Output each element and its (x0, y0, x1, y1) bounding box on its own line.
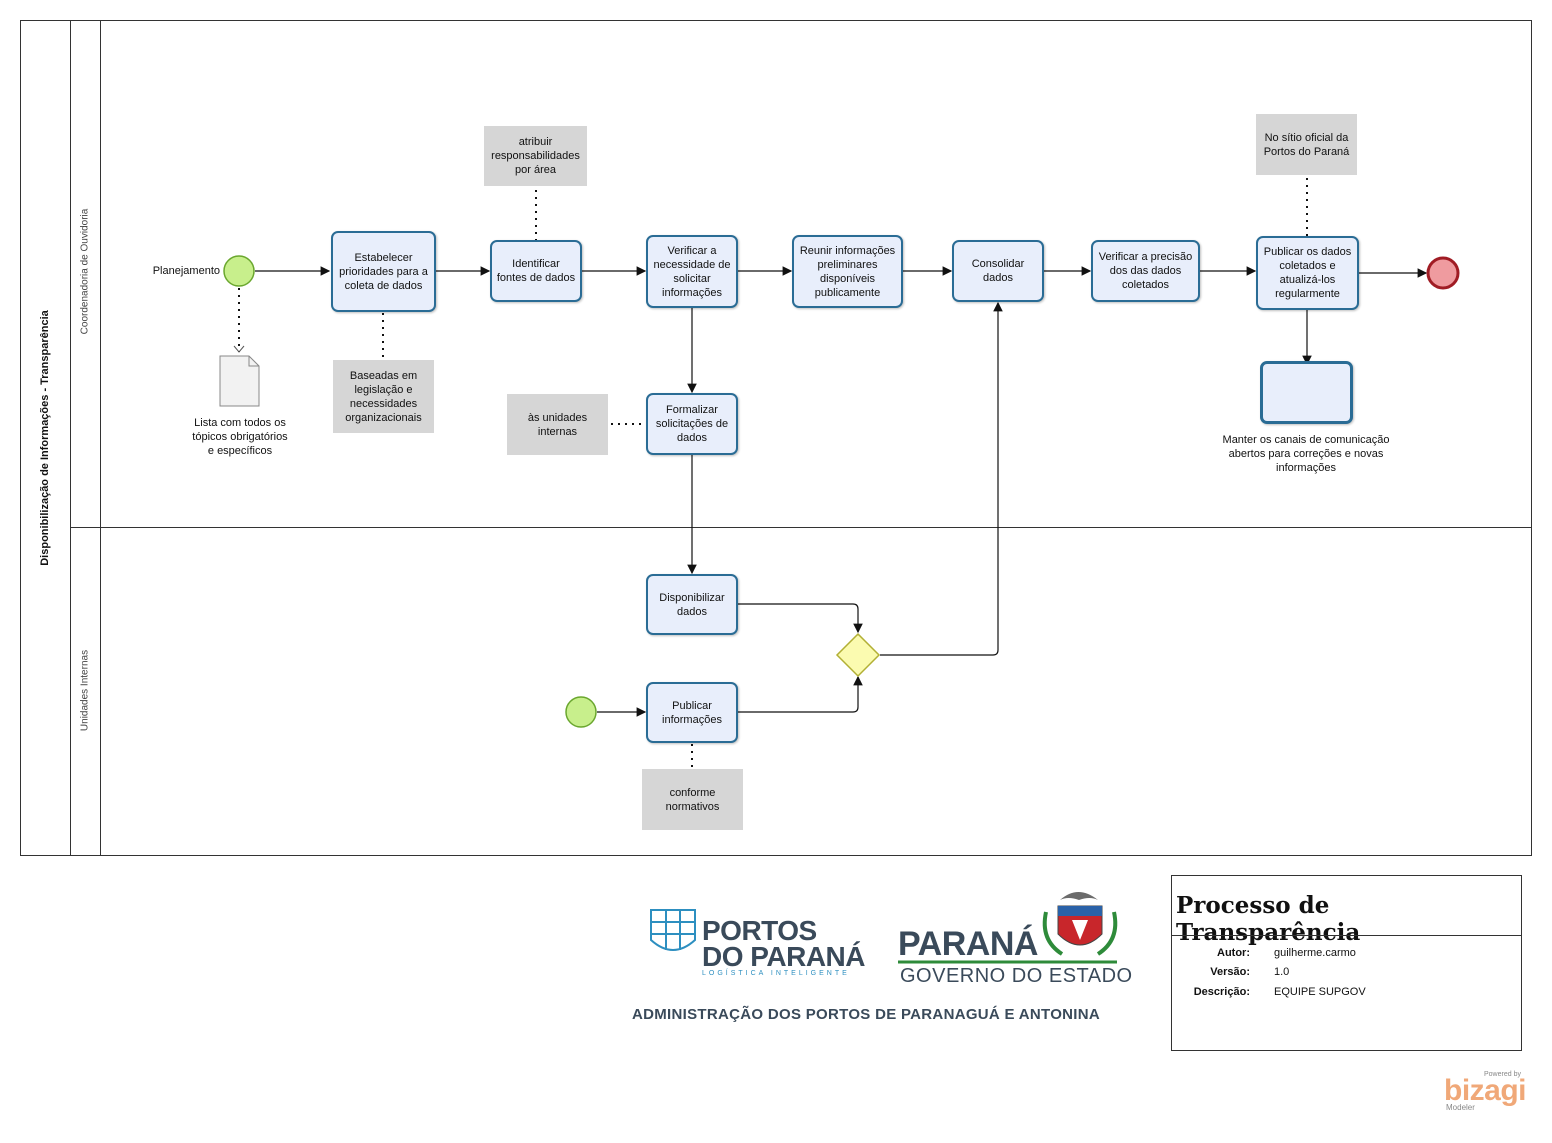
process-title: Processo de Transparência (1176, 892, 1361, 946)
flow-t9-gateway (738, 603, 863, 634)
start-event-2 (565, 696, 597, 728)
task-estabelecer-prioridades[interactable]: Estabelecer prioridades para a coleta de… (331, 231, 436, 312)
task-identificar-fontes[interactable]: Identificar fontes de dados (490, 240, 582, 302)
bizagi-logo: bizagi (1444, 1074, 1527, 1107)
pool (20, 20, 1532, 856)
version-value: 1.0 (1274, 966, 1290, 978)
start-event-label: Planejamento (152, 265, 220, 277)
parallel-gateway (835, 632, 881, 678)
flow-t10-gateway (738, 675, 863, 713)
note-sitio-oficial: No sítio oficial da Portos do Paraná (1256, 114, 1357, 175)
parana-logo-text: PARANÁ (898, 925, 1038, 963)
task-disponibilizar-dados[interactable]: Disponibilizar dados (646, 574, 738, 635)
bizagi-modeler: Modeler (1446, 1103, 1475, 1112)
pool-header-divider (70, 20, 71, 856)
task-formalizar-solicitacoes[interactable]: Formalizar solicitações de dados (646, 393, 738, 455)
end-event (1426, 256, 1460, 290)
task-consolidar-dados[interactable]: Consolidar dados (952, 240, 1044, 302)
portos-logo-line1: PORTOS (702, 915, 817, 946)
document-icon (219, 355, 260, 407)
portos-logo-tagline: LOGÍSTICA INTELIGENTE (702, 970, 850, 977)
portos-logo-icon (650, 909, 696, 951)
task-reunir-informacoes[interactable]: Reunir informações preliminares disponív… (792, 235, 903, 308)
portos-do-parana-logo: PORTOS DO PARANÁ LOGÍSTICA INTELIGENTE (702, 915, 865, 978)
note-atribuir-responsabilidades: atribuir responsabilidades por área (484, 126, 587, 186)
task-publicar-dados[interactable]: Publicar os dados coletados e atualizá-l… (1256, 236, 1359, 310)
task-verificar-necessidade[interactable]: Verificar a necessidade de solicitar inf… (646, 235, 738, 308)
portos-logo-line2: DO PARANÁ (702, 941, 865, 972)
title-separator (1172, 935, 1521, 936)
lane-header-divider (100, 20, 101, 856)
subprocess-manter-canais[interactable] (1260, 361, 1353, 424)
process-title-block: Processo de Transparência Autor: guilher… (1171, 875, 1522, 1051)
start-event (223, 255, 255, 287)
author-value: guilherme.carmo (1274, 947, 1356, 959)
lane-divider (70, 527, 1532, 528)
document-label: Lista com todos os tópicos obrigatórios … (192, 417, 288, 457)
version-label: Versão: (1210, 966, 1250, 978)
note-conforme-normativos: conforme normativos (642, 769, 743, 830)
note-unidades-internas: às unidades internas (507, 394, 608, 455)
task-publicar-informacoes[interactable]: Publicar informações (646, 682, 738, 743)
task-verificar-precisao[interactable]: Verificar a precisão dos das dados colet… (1091, 240, 1200, 302)
flow-gateway-t5 (880, 301, 1003, 656)
description-value: EQUIPE SUPGOV (1274, 986, 1366, 998)
bizagi-powered-by: Powered by (1484, 1071, 1521, 1078)
note-baseadas-legislacao: Baseadas em legislação e necessidades or… (333, 360, 434, 433)
subprocess-label: Manter os canais de comunicação abertos … (1222, 434, 1390, 474)
governo-do-estado-text: GOVERNO DO ESTADO (900, 965, 1133, 987)
parana-coat-of-arms-icon (1042, 892, 1118, 956)
administracao-portos-text: ADMINISTRAÇÃO DOS PORTOS DE PARANAGUÁ E … (632, 1006, 1101, 1023)
description-label: Descrição: (1193, 986, 1250, 998)
author-label: Autor: (1217, 947, 1250, 959)
